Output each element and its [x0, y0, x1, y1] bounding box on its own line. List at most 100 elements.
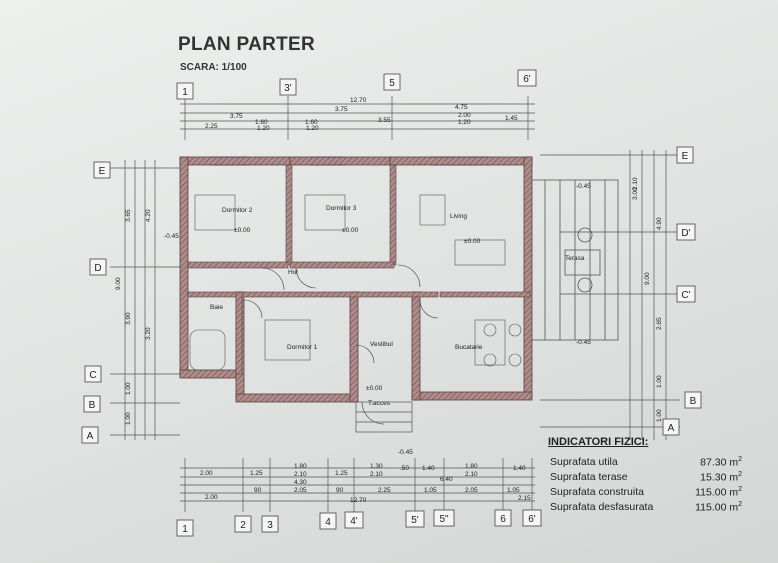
level-marker-entrance: -0.45	[398, 449, 413, 456]
side-dimension-lines	[110, 150, 680, 440]
dim-bot-2-b: 2.10	[370, 471, 383, 478]
room-label-terasa: Terasa	[565, 255, 585, 262]
level-marker-south-east: -0.45	[576, 339, 591, 346]
room-label-dormitor-2: Dormitor 2	[222, 207, 253, 214]
grid-top-1: 1	[182, 87, 188, 98]
side-dimension-texts: 3.65 4.20 9.00 3.90 3.20 1.00 1.00 2.10 …	[115, 177, 663, 425]
room-level-living: ±0.00	[464, 238, 481, 245]
room-label-dormitor-1: Dormitor 1	[287, 344, 318, 351]
dim-top-2-a: 3.75	[230, 113, 243, 120]
dim-top-2-b: 3.75	[335, 106, 348, 113]
grid-right-markers: E D' C' B A	[662, 146, 702, 436]
dim-bot-4-a: 2.00	[205, 494, 218, 501]
indicator-label: Suprafata utila	[550, 456, 618, 468]
indicator-value: 87.30 m2	[700, 456, 742, 469]
room-level-dormitor-2: ±0.00	[234, 227, 251, 234]
dim-bot-total: 12.70	[350, 497, 367, 504]
indicator-label: Suprafata terase	[550, 471, 628, 483]
dim-bot-4-b: 90	[254, 487, 262, 494]
grid-left-markers: E D C B A	[81, 161, 111, 444]
dim-bot-4-i: 2.15	[518, 495, 531, 502]
plan-title: PLAN PARTER	[178, 34, 316, 55]
room-label-dormitor-3: Dormitor 3	[326, 205, 357, 212]
dim-right-f: 1.00	[656, 375, 663, 388]
dim-bot-2-a: 2.10	[294, 471, 307, 478]
indicators-heading: INDICATORI FIZICI:	[548, 436, 649, 448]
indicator-label: Suprafata desfasurata	[550, 501, 654, 513]
dim-bot-1-a: 2.00	[200, 470, 213, 477]
grid-top-5: 5	[389, 78, 395, 89]
dim-bot-4-e: 2.25	[378, 487, 391, 494]
dimension-texts: 12.70 3.75 3.75 4.75 1.60 1.60 2.00 2.25…	[200, 97, 531, 504]
room-level-vestibul: ±0.00	[366, 385, 383, 392]
dim-bot-1-b: 1.25	[250, 470, 263, 477]
dim-right-c: 4.90	[656, 217, 663, 230]
dim-left-b: 4.20	[145, 209, 152, 222]
dim-top-4-d: 3.55	[378, 117, 391, 124]
dim-bot-4-h: 1.05	[507, 487, 520, 494]
grid-right-b: B	[690, 396, 697, 407]
dim-bot-4-g: 2.05	[465, 487, 478, 494]
level-marker-west: -0.45	[164, 233, 179, 240]
windows	[210, 156, 490, 166]
room-label-baie: Baie	[210, 304, 223, 311]
dim-bot-1-d: 1.25	[335, 470, 348, 477]
dim-top-total: 12.70	[350, 97, 367, 104]
room-label-living: Living	[450, 213, 467, 220]
dim-top-4-f: 1.45	[505, 115, 518, 122]
dim-top-2-c: 4.75	[455, 104, 468, 111]
dim-top-4-e: 1.20	[458, 119, 471, 126]
plan-scale: SCARA: 1/100	[180, 62, 247, 73]
dim-right-e: 2.65	[656, 317, 663, 330]
indicator-value: 115.00 m2	[695, 501, 742, 514]
dim-left-g: 1.00	[125, 412, 132, 425]
dim-bot-2-c: 2.10	[465, 471, 478, 478]
grid-left-b: B	[89, 400, 96, 411]
room-level-dormitor-3: ±0.00	[342, 227, 359, 234]
dim-bot-1-g: 1.40	[422, 465, 435, 472]
level-marker-north-east: -0.45	[576, 183, 591, 190]
grid-bottom-4: 4	[325, 517, 331, 528]
grid-bottom-6: 6	[500, 514, 506, 525]
dim-bot-4-c: 2.05	[294, 487, 307, 494]
top-dimension-lines	[180, 96, 535, 140]
grid-top-6p: 6'	[523, 74, 531, 85]
dim-right-b: 3.00	[632, 187, 639, 200]
room-labels: Dormitor 2 Dormitor 3 Living Hol Baie Do…	[210, 205, 585, 407]
dim-bot-4-d: 90	[336, 487, 344, 494]
room-label-vestibul: Vestibul	[370, 341, 393, 348]
dim-left-f: 1.00	[125, 382, 132, 395]
dim-bot-1-i: 1.40	[513, 465, 526, 472]
room-label-t-acces: T.acces	[368, 400, 391, 407]
dim-left-c: 9.00	[115, 277, 122, 290]
grid-right-dp: D'	[681, 228, 690, 239]
dim-top-3-c: 2.00	[458, 112, 471, 119]
dim-top-3-b: 1.60	[305, 119, 318, 126]
dim-left-a: 3.65	[125, 209, 132, 222]
dim-top-4-c: 1.20	[306, 125, 319, 132]
indicator-value: 15.30 m2	[700, 471, 742, 484]
dim-left-d: 3.90	[125, 312, 132, 325]
dim-bot-1-c: 1.80	[294, 463, 307, 470]
level-markers: -0.45 -0.45 -0.45 -0.45	[164, 183, 591, 456]
interior-walls	[187, 164, 531, 375]
dim-bot-1-h: 1.80	[465, 463, 478, 470]
grid-bottom-5p: 5'	[411, 515, 419, 526]
grid-bottom-4p: 4'	[350, 516, 358, 527]
grid-top-3p: 3'	[284, 83, 292, 94]
entrance-steps	[355, 401, 413, 433]
grid-right-e: E	[682, 151, 689, 162]
dim-bot-3-a: 4.30	[294, 479, 307, 486]
dim-top-3-a: 1.60	[255, 119, 268, 126]
grid-left-e: E	[99, 166, 106, 177]
dim-bot-4-f: 1.05	[424, 487, 437, 494]
grid-left-d: D	[94, 263, 101, 274]
grid-left-c: C	[89, 370, 96, 381]
dim-left-e: 3.20	[145, 327, 152, 340]
grid-bottom-2: 2	[240, 520, 246, 531]
dim-right-a: 2.10	[632, 177, 639, 190]
door-swings	[243, 264, 439, 425]
dim-top-4-a: 2.25	[205, 123, 218, 130]
dim-right-d: 9.00	[644, 272, 651, 285]
